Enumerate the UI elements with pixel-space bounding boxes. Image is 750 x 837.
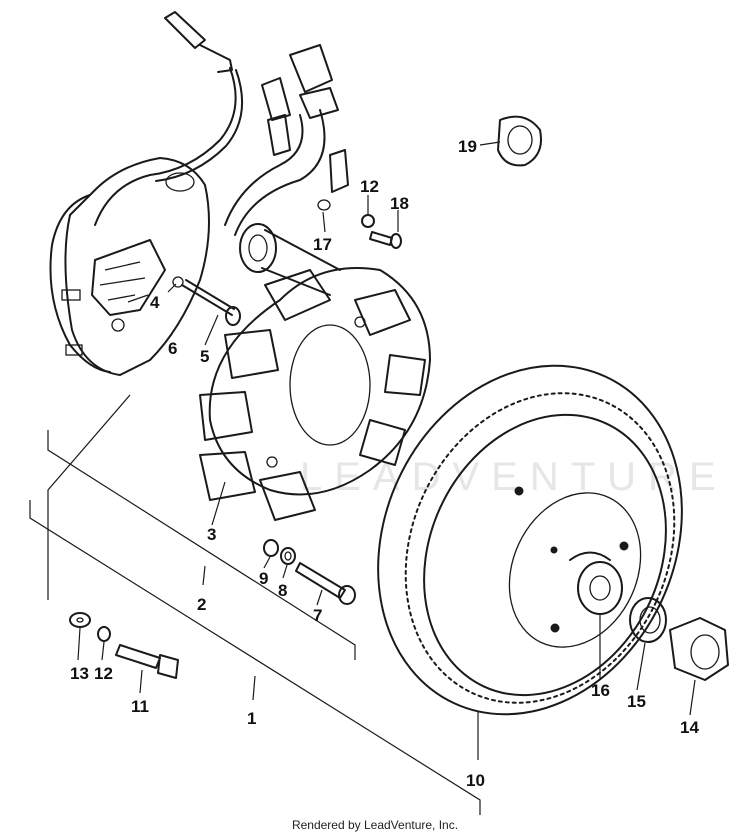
callout-12-top: 12 xyxy=(360,177,379,196)
assembly-leader-lines xyxy=(29,141,696,815)
washer-12-top xyxy=(361,214,375,228)
callout-13: 13 xyxy=(70,664,89,683)
pulser-lead-wire xyxy=(94,11,244,226)
callout-15: 15 xyxy=(627,692,646,711)
callout-5: 5 xyxy=(200,347,209,366)
watermark-text: LEADVENTURE xyxy=(300,455,728,499)
callout-11: 11 xyxy=(131,697,149,716)
callout-4: 4 xyxy=(150,293,160,312)
flywheel-rotor xyxy=(377,364,683,716)
screw-5 xyxy=(181,279,241,326)
callout-18: 18 xyxy=(390,194,409,213)
screw-7 xyxy=(295,562,356,605)
stator-coil-assembly xyxy=(199,44,431,521)
callout-8: 8 xyxy=(278,581,287,600)
callout-16: 16 xyxy=(591,681,610,700)
washer-13 xyxy=(69,612,91,628)
callout-1: 1 xyxy=(247,709,256,728)
callout-6: 6 xyxy=(168,339,177,358)
callout-14: 14 xyxy=(680,718,699,737)
callout-9: 9 xyxy=(259,569,268,588)
washer-15 xyxy=(629,597,667,643)
callout-12-bottom: 12 xyxy=(94,664,113,683)
washer-8 xyxy=(280,547,296,565)
footer-credit: Rendered by LeadVenture, Inc. xyxy=(291,818,459,832)
nut-14 xyxy=(669,617,729,681)
callout-7: 7 xyxy=(313,606,322,625)
callout-3: 3 xyxy=(207,525,216,544)
pulser-base-plate xyxy=(49,157,210,376)
screw-11 xyxy=(115,644,179,679)
screw-18 xyxy=(369,231,402,249)
callout-10: 10 xyxy=(466,771,485,790)
washer-9 xyxy=(263,539,279,557)
callout-2: 2 xyxy=(197,595,206,614)
grommet-19 xyxy=(497,115,542,167)
lock-washer-12 xyxy=(97,626,111,642)
tab-17 xyxy=(317,149,349,211)
callout-19: 19 xyxy=(458,137,477,156)
callout-17: 17 xyxy=(313,235,332,254)
